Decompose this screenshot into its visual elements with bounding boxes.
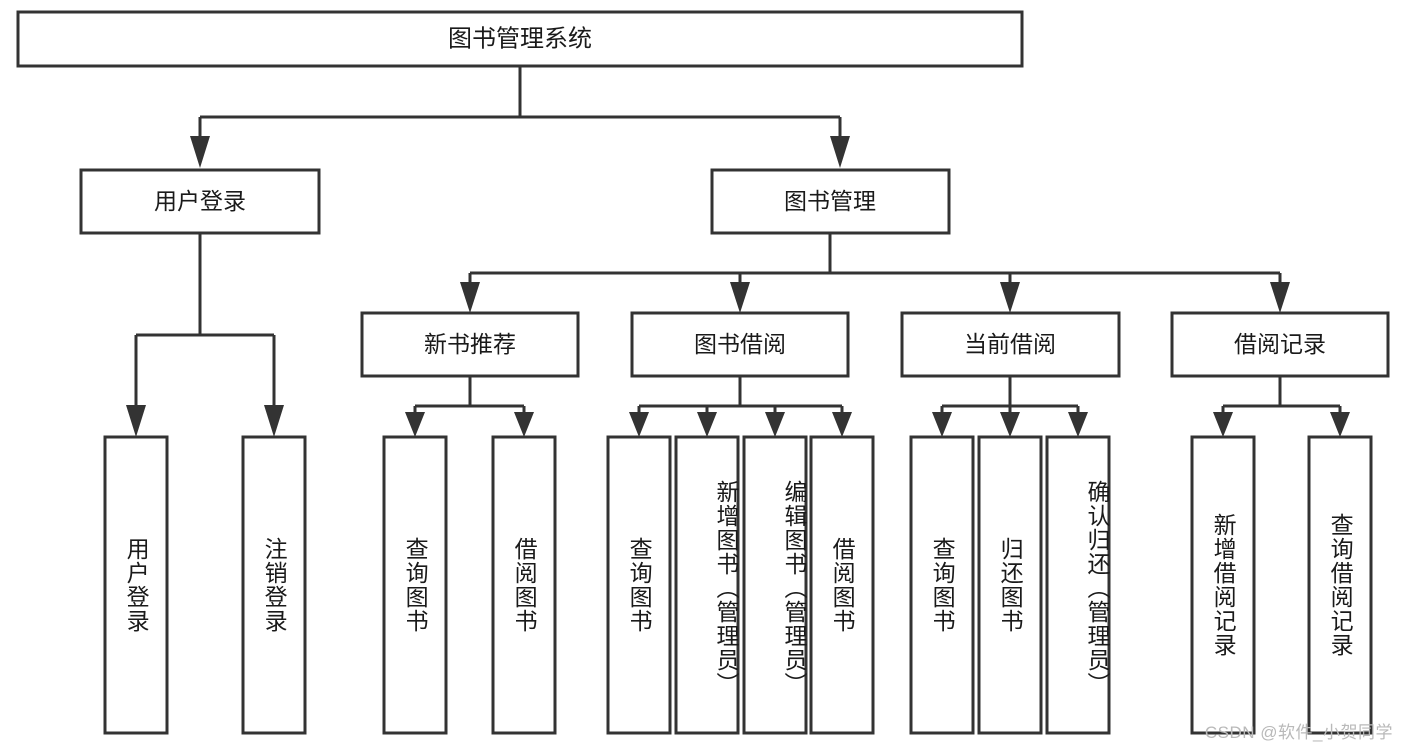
leaf-boxes-book-borrow — [606, 435, 875, 735]
connector-borrowrecord-to-leaves — [1213, 376, 1350, 437]
connector-root-to-level2 — [190, 66, 850, 168]
leaf-box[interactable] — [103, 435, 169, 735]
node-book-borrow[interactable]: 图书借阅 — [630, 311, 850, 378]
leaf-box[interactable] — [1307, 435, 1373, 735]
node-book-borrow-label: 图书借阅 — [694, 331, 786, 357]
connector-currentborrow-to-leaves — [932, 376, 1088, 437]
leaf-box[interactable] — [241, 435, 307, 735]
leaf-box[interactable] — [909, 435, 975, 735]
watermark-text: CSDN @软件_小贺同学 — [1204, 723, 1393, 742]
node-book-management-label: 图书管理 — [784, 188, 876, 214]
node-root-label: 图书管理系统 — [448, 25, 592, 52]
node-user-login[interactable]: 用户登录 — [79, 168, 321, 235]
leaf-boxes-current-borrow — [909, 435, 1111, 735]
node-book-management[interactable]: 图书管理 — [710, 168, 951, 235]
leaf-box[interactable] — [674, 435, 740, 735]
connector-bookmgmt-to-level3 — [460, 233, 1290, 313]
node-current-borrow-label: 当前借阅 — [964, 331, 1056, 357]
connector-bookborrow-to-leaves — [629, 376, 852, 437]
leaf-box[interactable] — [491, 435, 557, 735]
leaf-box[interactable] — [1045, 435, 1111, 735]
connector-userlogin-to-leaves — [126, 233, 284, 437]
node-current-borrow[interactable]: 当前借阅 — [900, 311, 1121, 378]
node-borrow-record[interactable]: 借阅记录 — [1170, 311, 1390, 378]
node-new-book-recommend[interactable]: 新书推荐 — [360, 311, 580, 378]
connector-newbook-to-leaves — [405, 376, 534, 437]
leaf-box[interactable] — [977, 435, 1043, 735]
leaf-box[interactable] — [809, 435, 875, 735]
leaf-boxes-new-book-recommend — [382, 435, 557, 735]
node-new-book-recommend-label: 新书推荐 — [424, 331, 516, 357]
node-root[interactable]: 图书管理系统 — [16, 10, 1024, 68]
leaf-box[interactable] — [1190, 435, 1256, 735]
leaf-boxes-user-login — [103, 435, 307, 735]
leaf-box[interactable] — [742, 435, 808, 735]
leaf-box[interactable] — [382, 435, 448, 735]
leaf-boxes-borrow-record — [1190, 435, 1373, 735]
leaf-box[interactable] — [606, 435, 672, 735]
node-user-login-label: 用户登录 — [154, 188, 246, 214]
node-borrow-record-label: 借阅记录 — [1234, 331, 1326, 357]
